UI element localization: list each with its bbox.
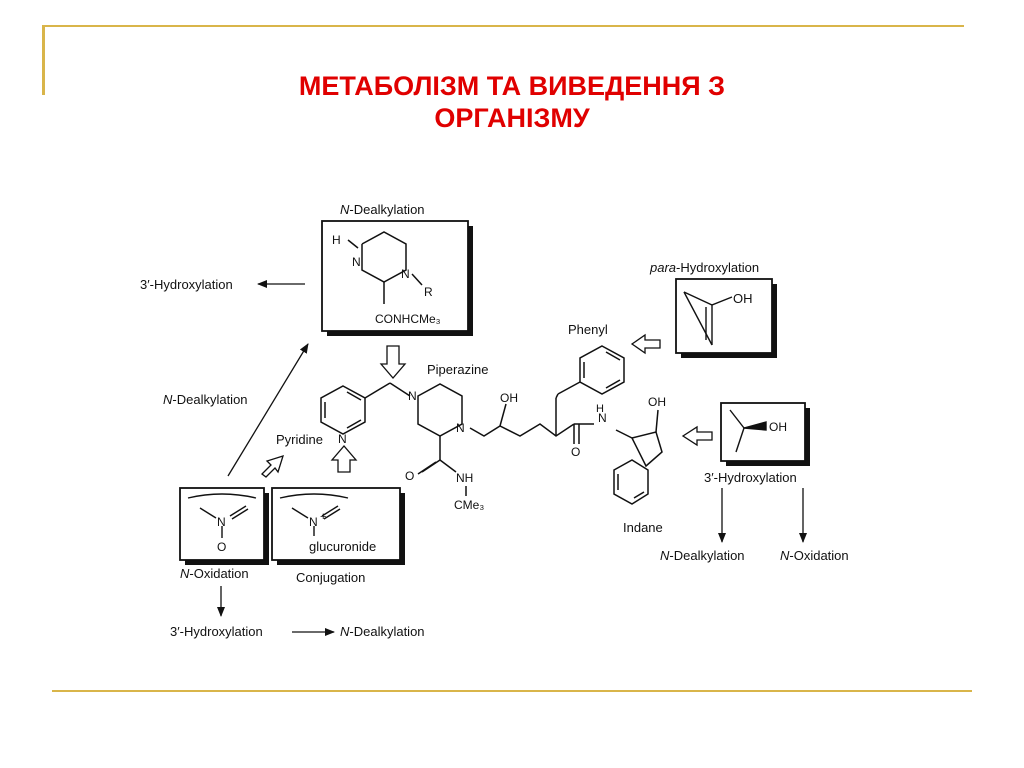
slide-title: МЕТАБОЛІЗМ ТА ВИВЕДЕННЯ З ОРГАНІЗМУ xyxy=(0,70,1024,134)
label-conhcme3: CONHCMe₃ xyxy=(375,312,441,326)
atom-o-noxide: O xyxy=(217,540,226,554)
atom-n-top-1: N xyxy=(352,255,361,269)
piperazine-fragment xyxy=(347,231,423,304)
atom-n-piperazine-1: N xyxy=(408,389,417,403)
open-arrow-pyridine-up xyxy=(330,445,358,473)
open-arrow-indane xyxy=(681,425,713,447)
phenyl-ring xyxy=(557,345,625,395)
oh-center: OH xyxy=(500,391,518,405)
core-structure-bonds xyxy=(320,382,663,505)
atom-r-top: R xyxy=(424,285,433,299)
label-n-oxidation-right: N-Oxidation xyxy=(780,548,849,563)
oh-indane: OH xyxy=(648,395,666,409)
slide-title-line-2: ОРГАНІЗМУ xyxy=(434,103,590,133)
label-n-dealkylation-bottom: N-Dealkylation xyxy=(340,624,425,639)
label-hydroxylation-right: 3′-Hydroxylation xyxy=(704,470,797,485)
oh-para: OH xyxy=(733,291,753,306)
atom-n-amine: N xyxy=(598,411,607,425)
open-arrow-diagonal xyxy=(261,455,284,478)
plus-conj: + xyxy=(320,511,326,523)
label-hydroxylation-bottom: 3′-Hydroxylation xyxy=(170,624,263,639)
atom-n-top-2: N xyxy=(401,267,410,281)
right-box-fragment xyxy=(729,409,767,453)
label-pyridine: Pyridine xyxy=(276,432,323,447)
atom-n-conj: N xyxy=(309,515,318,529)
open-arrow-down-top xyxy=(379,345,407,379)
para-fragment xyxy=(683,291,733,346)
atom-h-amine: H xyxy=(596,403,604,415)
label-n-dealkylation-top: N-Dealkylation xyxy=(340,202,425,217)
atom-h-top: H xyxy=(332,233,341,247)
atom-n-pyridine: N xyxy=(338,432,347,446)
label-para-hydroxylation: para-Hydroxylation xyxy=(649,260,759,275)
box-para-hydroxylation xyxy=(675,278,773,354)
label-piperazine: Piperazine xyxy=(427,362,488,377)
label-n-dealkylation-right: N-Dealkylation xyxy=(660,548,745,563)
label-n-oxidation-left: N-Oxidation xyxy=(180,566,249,581)
label-conjugation: Conjugation xyxy=(296,570,365,585)
label-phenyl: Phenyl xyxy=(568,322,608,337)
noxide-fragment xyxy=(187,493,257,538)
label-hydroxylation-left: 3′-Hydroxylation xyxy=(140,277,233,292)
atom-n-noxide: N xyxy=(217,515,226,529)
atom-n-piperazine-2: N xyxy=(456,421,465,435)
amide-nh: NH xyxy=(456,471,473,485)
arrow-diagonal-up xyxy=(227,343,309,477)
bottom-rule xyxy=(52,690,972,692)
label-n-dealkylation-left: N-Dealkylation xyxy=(163,392,248,407)
open-arrow-phenyl xyxy=(630,333,661,355)
label-glucuronide: glucuronide xyxy=(309,539,376,554)
conj-fragment xyxy=(279,493,349,536)
top-rule xyxy=(42,25,964,27)
box-conjugation xyxy=(271,487,401,561)
ketone-o: O xyxy=(571,445,580,459)
oh-right-box: OH xyxy=(769,420,787,434)
label-indane: Indane xyxy=(623,520,663,535)
slide-title-line-1: МЕТАБОЛІЗМ ТА ВИВЕДЕННЯ З xyxy=(298,71,726,101)
amide-o: O xyxy=(405,469,414,483)
box-hydroxylation-right xyxy=(720,402,806,462)
left-rule xyxy=(42,25,45,95)
box-n-oxide xyxy=(179,487,265,561)
label-cme3: CMe₃ xyxy=(454,498,484,512)
